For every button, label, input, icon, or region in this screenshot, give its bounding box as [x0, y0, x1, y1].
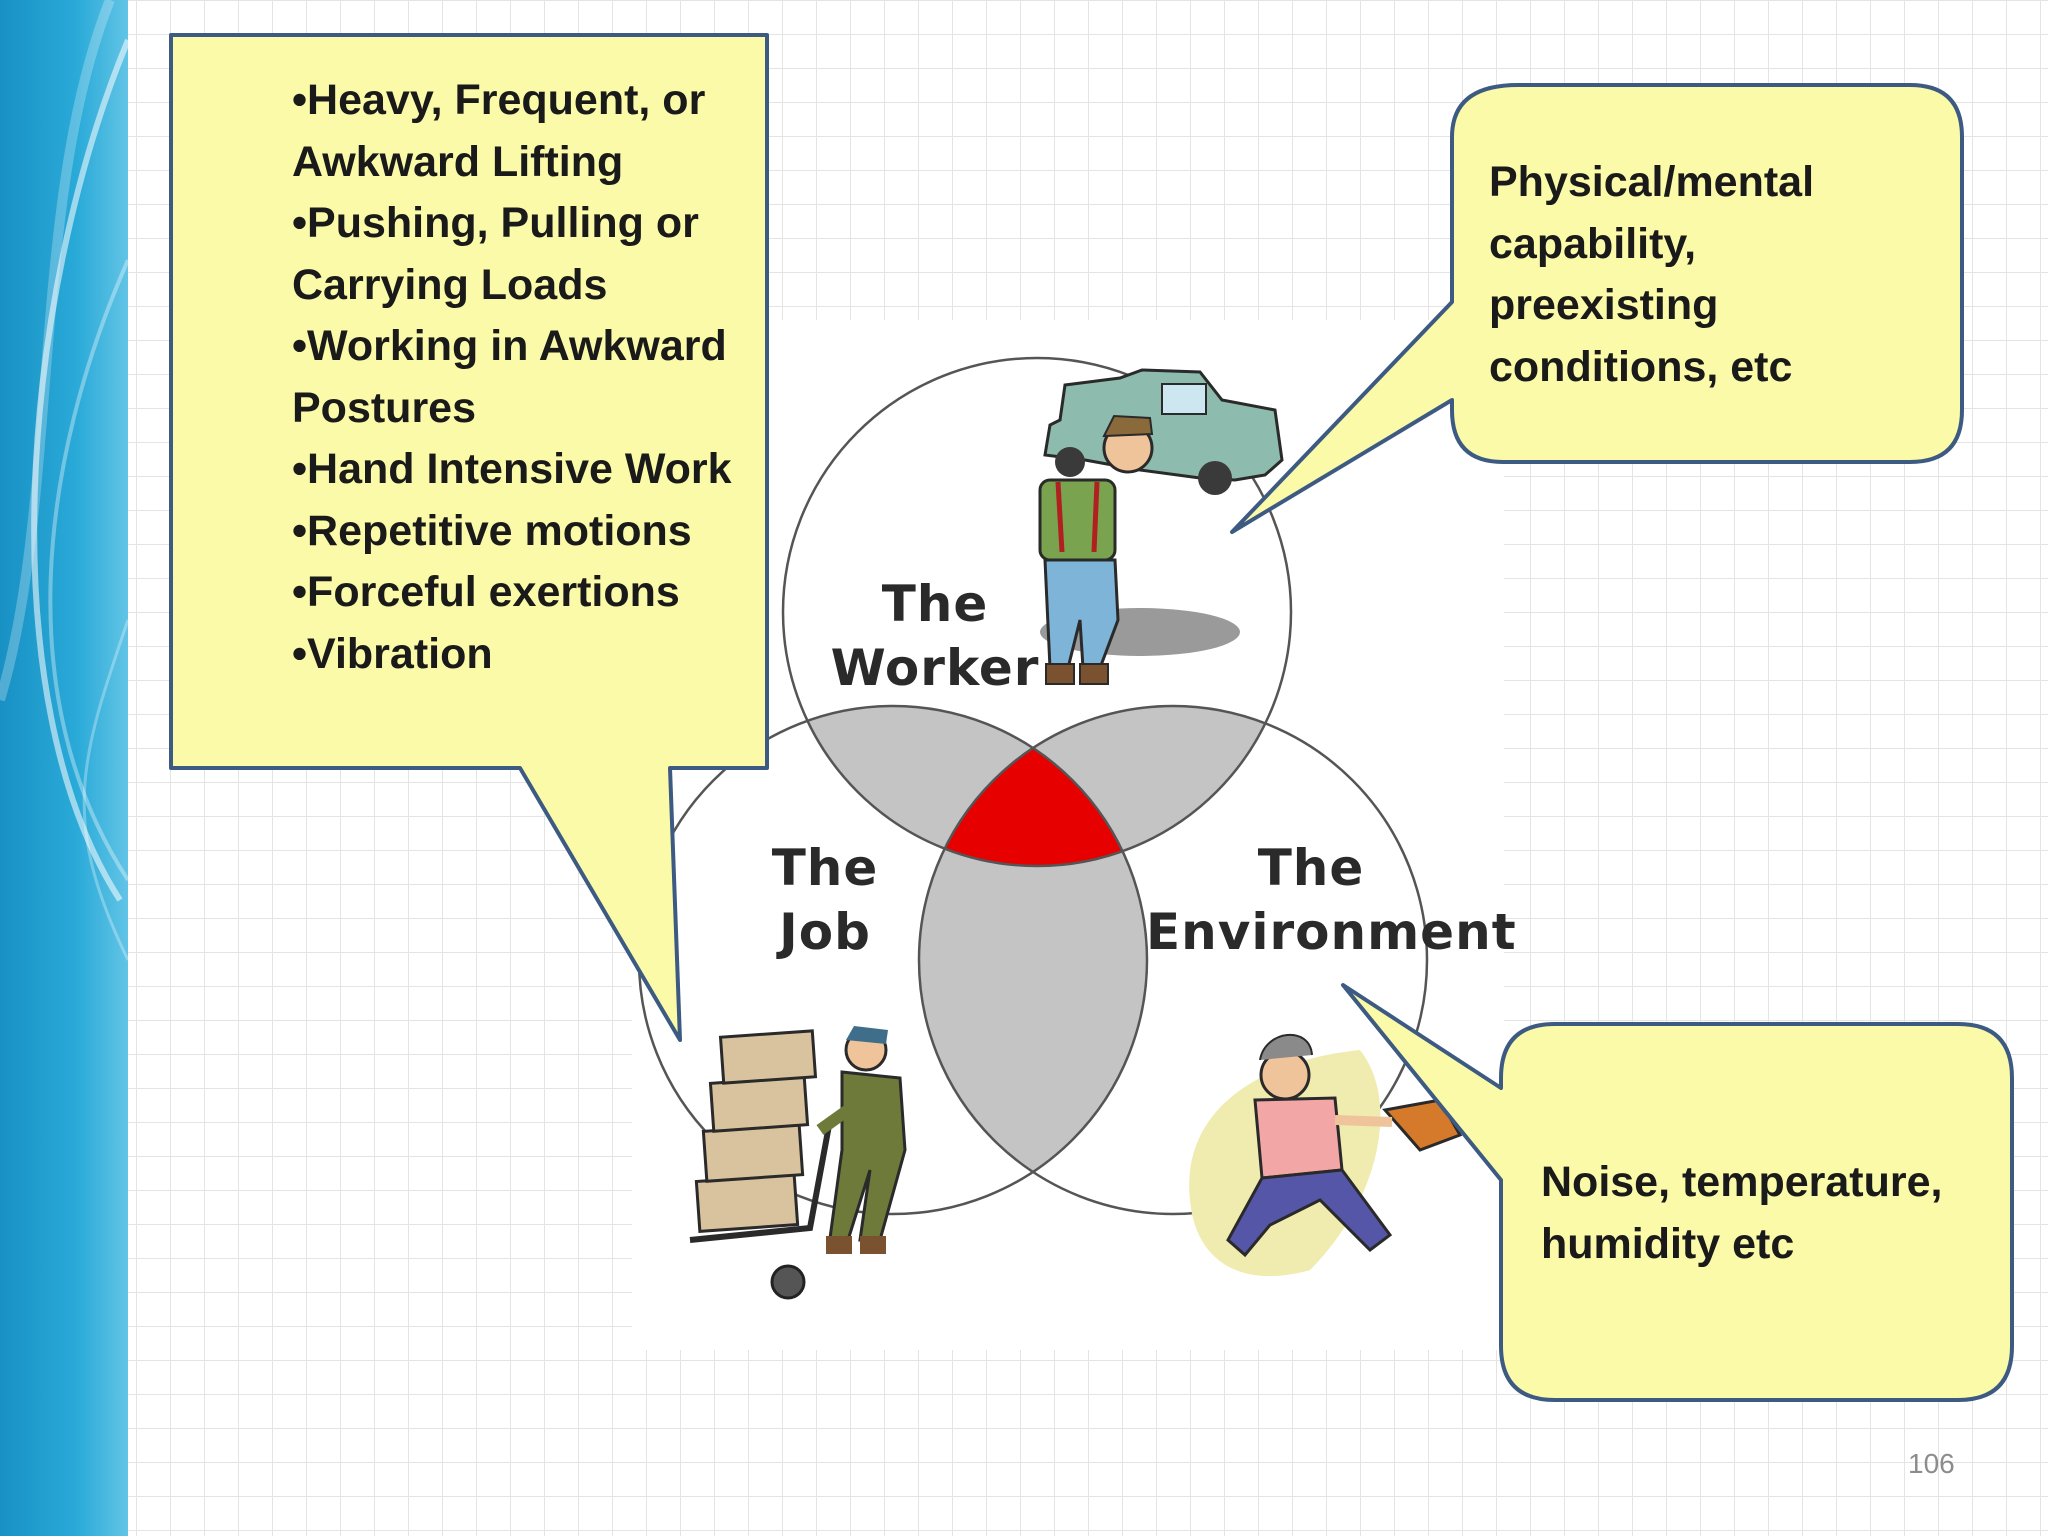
job-label-line-1: The [771, 839, 879, 897]
job-illustration [689, 1026, 907, 1300]
callout-environment-shape [1341, 983, 2014, 1402]
job-factor-item: •Vibration [292, 629, 493, 678]
environment-factors-text: Noise, temperature, humidity etc [1541, 1158, 1943, 1268]
left-decorative-band [0, 0, 128, 1536]
callout-job-factors: •Heavy, Frequent, or Awkward Lifting •Pu… [292, 70, 752, 685]
callout-worker-factors: Physical/mental capability, preexisting … [1489, 152, 1919, 398]
job-factor-item: •Heavy, Frequent, or Awkward Lifting [292, 76, 706, 186]
environment-circle [917, 704, 1429, 1216]
worker-label-line-1: The [881, 575, 989, 633]
job-label-line-2: Job [779, 903, 871, 961]
environment-label: The Environment [1146, 836, 1517, 964]
callout-worker-shape [1230, 83, 1964, 534]
callout-environment-factors: Noise, temperature, humidity etc [1541, 1152, 2011, 1275]
worker-circle [781, 356, 1293, 868]
job-factor-item: •Repetitive motions [292, 506, 692, 555]
job-label: The Job [740, 836, 910, 964]
job-factor-item: •Pushing, Pulling or Carrying Loads [292, 199, 699, 309]
environment-illustration [1189, 1033, 1463, 1277]
slide-number: 106 [1908, 1448, 1955, 1479]
job-factor-item: •Forceful exertions [292, 568, 680, 616]
triple-overlap-center [919, 706, 1147, 866]
environment-label-line-2: Environment [1146, 903, 1517, 961]
worker-label-line-2: Worker [830, 639, 1040, 697]
worker-label: The Worker [830, 572, 1040, 700]
worker-factors-text: Physical/mental capability, preexisting … [1489, 158, 1815, 391]
callout-job-shape [169, 33, 769, 1042]
job-factor-item: •Hand Intensive Work [292, 445, 732, 493]
job-factor-item: •Working in Awkward Postures [292, 322, 727, 432]
job-factor-list: •Heavy, Frequent, or Awkward Lifting •Pu… [292, 70, 752, 685]
worker-illustration [1038, 368, 1284, 685]
environment-label-line-1: The [1257, 839, 1365, 897]
